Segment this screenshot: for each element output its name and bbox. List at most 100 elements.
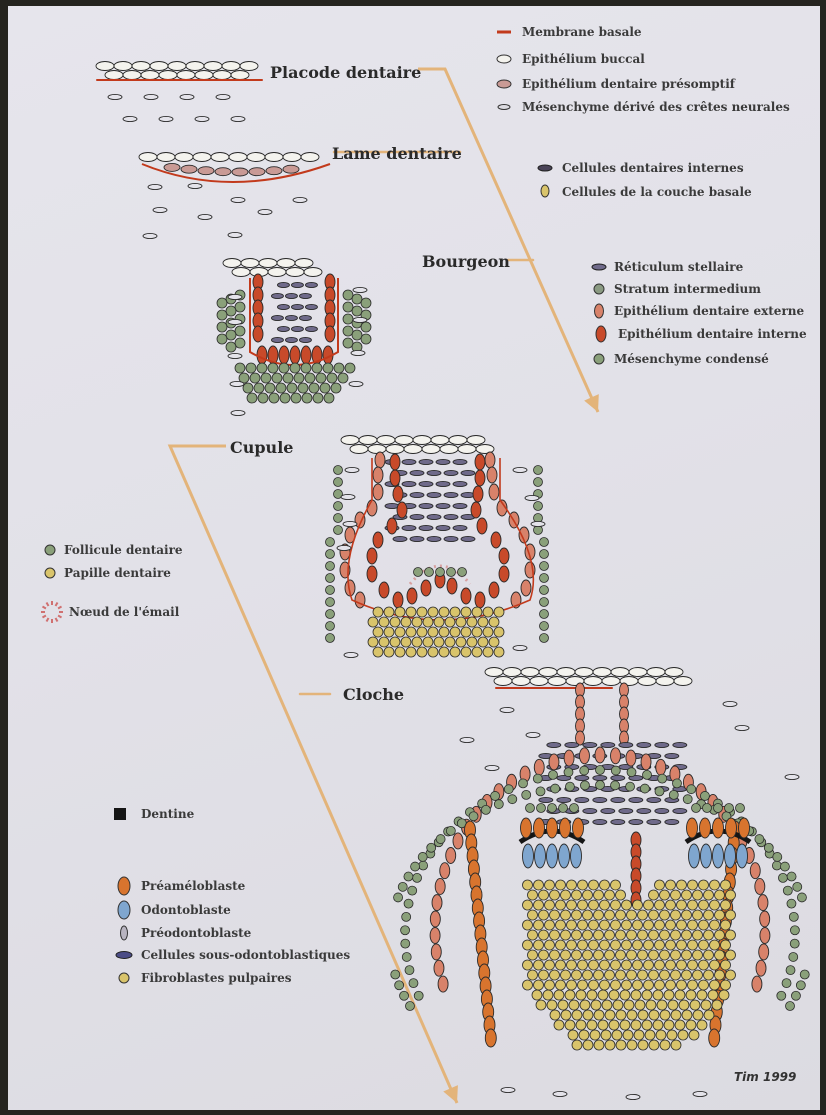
stellate-reticulum-cell xyxy=(583,742,597,747)
stellate-reticulum-cell xyxy=(593,775,607,780)
dental-follicle-cell xyxy=(540,586,549,595)
pulp-fibroblast-cell xyxy=(578,880,588,890)
enamel-knot-icon-tick xyxy=(56,602,58,605)
condensed-mesenchyme-cell xyxy=(257,363,267,373)
pulp-fibroblast-cell xyxy=(556,880,566,890)
white-oval-icon xyxy=(497,55,511,63)
pulp-fibroblast-cell xyxy=(699,960,709,970)
pulp-fibroblast-cell xyxy=(578,900,588,910)
pulp-fibroblast-cell xyxy=(620,1020,630,1030)
pulp-fibroblast-cell xyxy=(534,900,544,910)
dental-follicle-cell xyxy=(580,766,589,775)
mesenchyme-cell xyxy=(353,287,367,292)
dental-papilla-cell xyxy=(390,617,400,627)
pulp-fibroblast-cell xyxy=(704,910,714,920)
mesenchyme-cell xyxy=(143,233,157,238)
outer-epithelium-cell xyxy=(641,754,651,770)
outer-epithelium-cell xyxy=(564,750,574,766)
pulp-fibroblast-cell xyxy=(649,970,659,980)
pulp-fibroblast-cell xyxy=(572,890,582,900)
dental-papilla-cell xyxy=(379,637,389,647)
oral-epithelium-cell xyxy=(259,259,277,268)
pulp-fibroblast-cell xyxy=(623,1030,633,1040)
yellow-dot-icon xyxy=(45,568,55,578)
condensed-mesenchyme-cell xyxy=(316,373,326,383)
preameloblast-cell xyxy=(521,818,532,838)
dental-papilla-cell xyxy=(368,637,378,647)
dental-follicle-cell xyxy=(540,562,549,571)
stellate-reticulum-cell xyxy=(665,819,679,824)
pulp-fibroblast-cell xyxy=(675,1020,685,1030)
stratum-intermedium-cell xyxy=(692,804,701,813)
pulp-fibroblast-cell xyxy=(679,1000,689,1010)
dental-papilla-cell xyxy=(373,627,383,637)
pulp-fibroblast-cell xyxy=(642,990,652,1000)
pulp-fibroblast-cell xyxy=(638,950,648,960)
pulp-fibroblast-cell xyxy=(609,990,619,1000)
oral-epithelium-cell xyxy=(539,668,557,677)
pulp-fibroblast-cell xyxy=(686,990,696,1000)
pulp-fibroblast-cell xyxy=(655,980,665,990)
dental-follicle-cell xyxy=(413,873,422,882)
pulp-fibroblast-cell xyxy=(657,1000,667,1010)
stellate-reticulum-cell xyxy=(619,742,633,747)
condensed-mesenchyme-cell xyxy=(298,383,308,393)
dental-follicle-cell xyxy=(533,774,542,783)
gray-oval-icon xyxy=(121,926,128,940)
legend-label: Dentine xyxy=(141,807,195,821)
odontoblast-cell xyxy=(725,844,736,868)
pulp-fibroblast-cell xyxy=(660,890,670,900)
enamel-knot-icon-tick xyxy=(47,602,49,605)
pulp-fibroblast-cell xyxy=(556,900,566,910)
dental-papilla-cell xyxy=(406,627,416,637)
pulp-fibroblast-cell xyxy=(616,930,626,940)
outer-epithelium-cell xyxy=(489,484,499,500)
pulp-fibroblast-cell xyxy=(605,890,615,900)
mesenchyme-cell xyxy=(198,214,212,219)
preameloblast-cell xyxy=(739,818,750,838)
pulp-fibroblast-cell xyxy=(682,930,692,940)
presumptive-epithelium-cell xyxy=(181,165,197,173)
oral-epithelium-cell xyxy=(186,62,204,71)
pulp-fibroblast-cell xyxy=(589,880,599,890)
pulp-fibroblast-cell xyxy=(539,970,549,980)
stellate-reticulum-cell xyxy=(601,742,615,747)
pulp-fibroblast-cell xyxy=(622,900,632,910)
pulp-fibroblast-cell xyxy=(644,920,654,930)
dental-papilla-cell xyxy=(483,607,493,617)
stellate-reticulum-cell xyxy=(427,536,441,541)
dental-follicle-cell xyxy=(534,502,543,511)
pulp-fibroblast-cell xyxy=(605,950,615,960)
dental-follicle-cell xyxy=(783,886,792,895)
condensed-mesenchyme-cell xyxy=(217,310,227,320)
presumptive-epithelium-cell xyxy=(198,167,214,175)
stratum-intermedium-cell xyxy=(570,804,579,813)
pulp-fibroblast-cell xyxy=(721,980,731,990)
stellate-reticulum-cell xyxy=(419,525,433,530)
pulp-fibroblast-cell xyxy=(633,960,643,970)
pulp-fibroblast-cell xyxy=(719,990,729,1000)
stellate-reticulum-cell xyxy=(436,481,450,486)
stellate-reticulum-cell xyxy=(277,304,289,309)
dental-papilla-cell xyxy=(478,637,488,647)
condensed-mesenchyme-cell xyxy=(217,322,227,332)
condensed-mesenchyme-cell xyxy=(272,373,282,383)
pulp-fibroblast-cell xyxy=(534,980,544,990)
inner-epithelium-cell xyxy=(257,346,267,364)
pulp-fibroblast-cell xyxy=(600,940,610,950)
pulp-fibroblast-cell xyxy=(590,1030,600,1040)
oral-epithelium-cell xyxy=(240,62,258,71)
outer-epithelium-cell xyxy=(579,748,589,764)
dental-follicle-cell xyxy=(596,781,605,790)
pulp-fibroblast-cell xyxy=(682,950,692,960)
pulp-fibroblast-cell xyxy=(633,920,643,930)
stellate-reticulum-cell xyxy=(539,797,553,802)
condensed-mesenchyme-cell xyxy=(352,330,362,340)
odontoblast-cell xyxy=(713,844,724,868)
mesenchyme-cell xyxy=(108,94,122,99)
mesenchyme-cell xyxy=(500,707,514,712)
pulp-fibroblast-cell xyxy=(666,960,676,970)
pulp-fibroblast-cell xyxy=(638,970,648,980)
pulp-fibroblast-cell xyxy=(532,990,542,1000)
pulp-fibroblast-cell xyxy=(622,940,632,950)
